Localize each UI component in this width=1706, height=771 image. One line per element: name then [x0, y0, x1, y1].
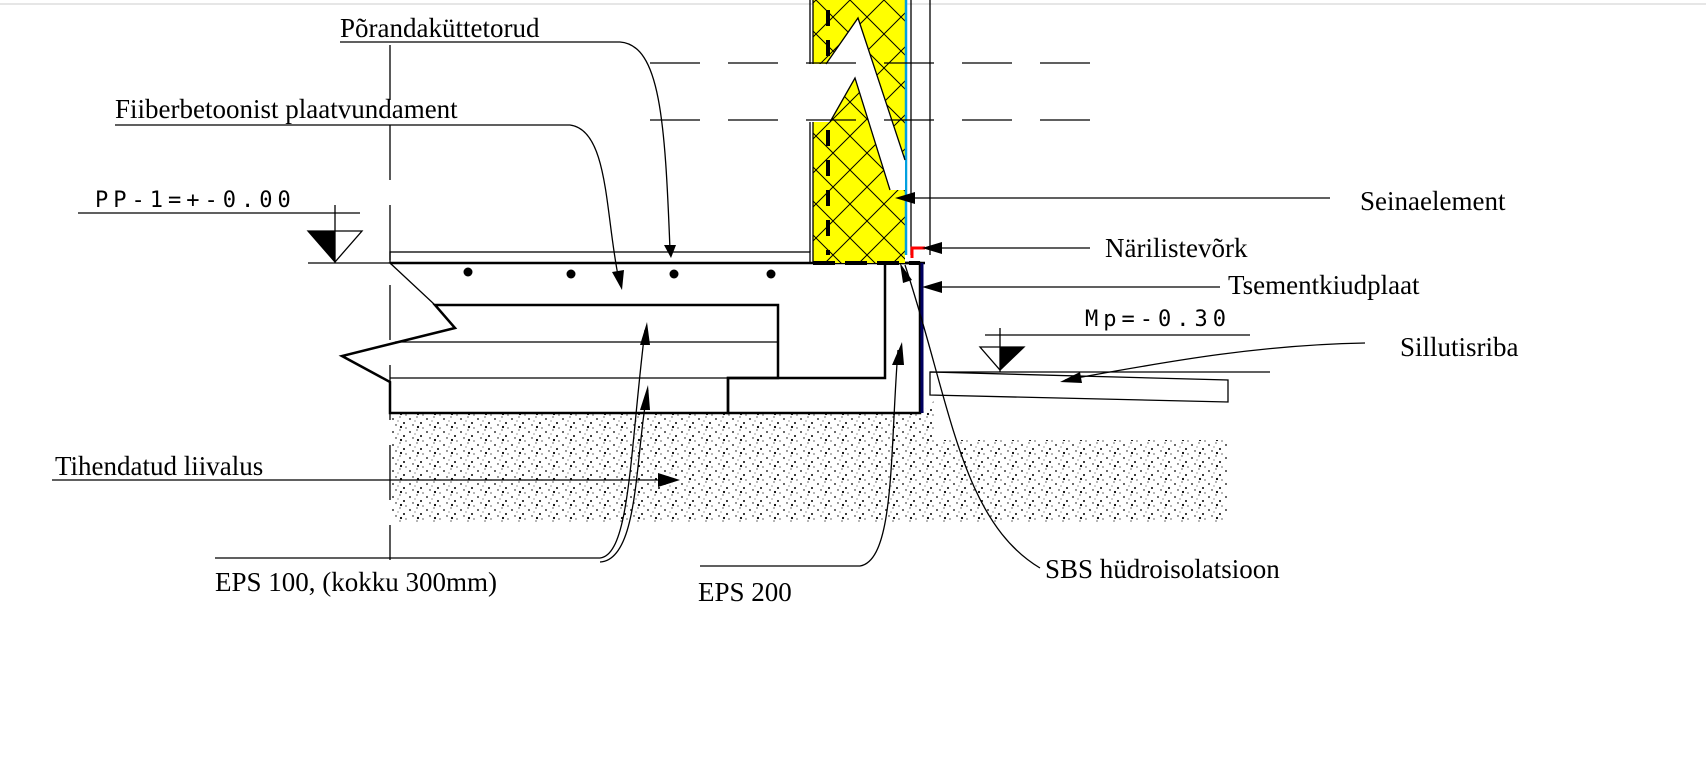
label-compacted-sand: Tihendatud liivalus — [55, 451, 263, 481]
leader-lines — [52, 41, 1366, 569]
label-paving-strip: Sillutisriba — [1400, 332, 1519, 362]
label-floor-heating-pipes: Põrandaküttetorud — [340, 13, 540, 43]
label-eps100: EPS 100, (kokku 300mm) — [215, 567, 497, 597]
label-rodent-mesh: Närilistevõrk — [1105, 233, 1248, 263]
heating-pipes — [463, 267, 776, 279]
label-slab-foundation: Fiiberbetoonist plaatvundament — [115, 94, 458, 124]
rodent-mesh — [910, 246, 925, 258]
ground-level-text: Mp=-0.30 — [1085, 307, 1231, 332]
label-eps200: EPS 200 — [698, 577, 792, 607]
floor-level-mark: PP-1=+-0.00 — [78, 188, 390, 264]
ground-level-mark: Mp=-0.30 — [930, 307, 1270, 373]
label-sbs-waterproofing: SBS hüdroisolatsioon — [1045, 554, 1280, 584]
concrete-slab — [388, 262, 925, 379]
floor-finish-layer — [389, 251, 811, 264]
label-cement-board: Tsementkiudplaat — [1228, 270, 1420, 300]
break-line — [805, 18, 905, 190]
compacted-sand-layer — [390, 400, 1228, 522]
paving-strip — [929, 371, 1229, 403]
label-wall-element: Seinaelement — [1360, 186, 1506, 216]
floor-level-text: PP-1=+-0.00 — [95, 188, 296, 213]
eps200-insulation — [726, 261, 922, 415]
eps100-insulation — [338, 303, 780, 415]
